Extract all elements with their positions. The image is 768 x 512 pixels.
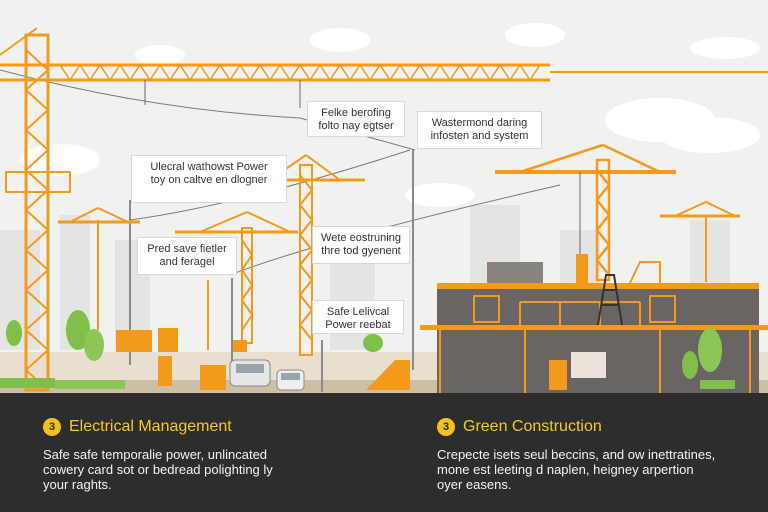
crane-small-2 (175, 211, 298, 350)
panel-body: Crepecte isets seul beccins, and ow inet… (437, 447, 716, 492)
panel-body: Safe safe temporalie power, unlincated c… (43, 447, 273, 492)
panel-title: Electrical Management (69, 418, 232, 435)
construction-illustration: Felke berofing folto nay egtser Wastermo… (0, 23, 768, 393)
crane-small-1 (58, 207, 140, 330)
callout-2: Wastermond daring infosten and system (417, 111, 542, 149)
materials (116, 328, 410, 390)
callout-1: Felke berofing folto nay egtser (307, 101, 405, 137)
clouds (20, 23, 760, 207)
info-bar: 3 Electrical Management Safe safe tempor… (0, 393, 768, 512)
trees (0, 310, 735, 389)
callout-5: Wete eostruning thre tod gyenent (312, 226, 410, 264)
callout-3: Ulecral wathowst Power toy on caltve en … (131, 155, 287, 203)
vehicles (229, 359, 305, 391)
panel-electrical: 3 Electrical Management Safe safe tempor… (43, 415, 343, 492)
crane-left (0, 27, 550, 392)
scene-graphic (0, 23, 768, 393)
panel-title: Green Construction (463, 418, 602, 435)
callout-6: Safe Lelivcal Power reebat (312, 300, 404, 334)
crane-right-small (660, 201, 740, 282)
crane-right-large (495, 143, 676, 282)
number-badge-icon: 3 (43, 418, 61, 436)
panel-green: 3 Green Construction Crepecte isets seul… (437, 415, 757, 492)
callout-4: Pred save fietler and feragel (137, 237, 237, 275)
number-badge-icon: 3 (437, 418, 455, 436)
